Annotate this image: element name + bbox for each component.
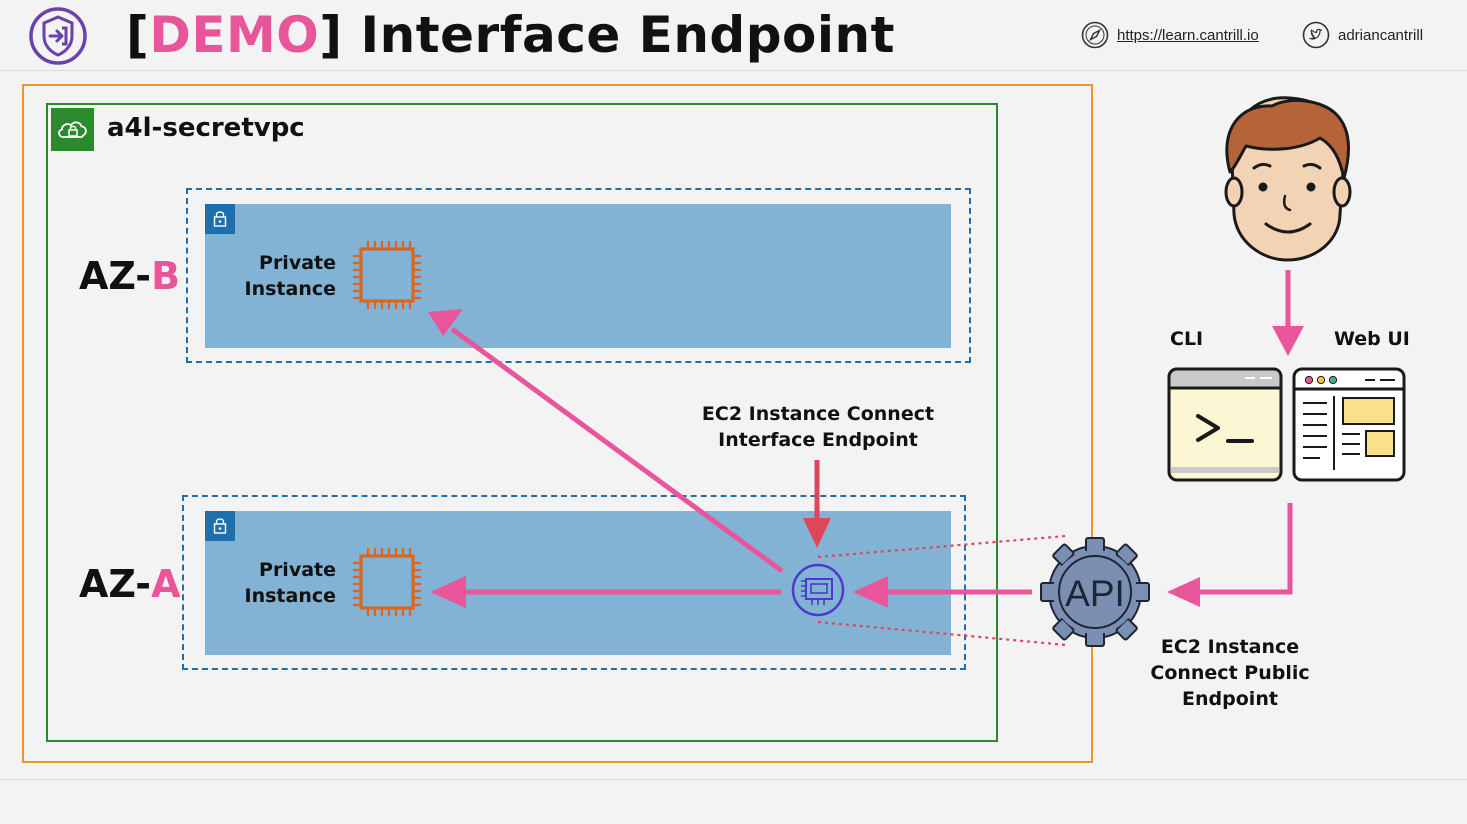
shield-logo-icon	[29, 7, 87, 65]
cli-label: CLI	[1170, 328, 1204, 350]
interface-endpoint-icon	[791, 563, 845, 617]
vpc-name-label: a4l-secretvpc	[107, 113, 305, 143]
compass-icon	[1081, 21, 1109, 49]
vpc-cloud-lock-icon	[51, 108, 94, 151]
label-pointer-arrow	[803, 460, 831, 548]
webui-browser-icon	[1292, 367, 1406, 482]
website-url[interactable]: https://learn.cantrill.io	[1117, 26, 1259, 44]
interface-endpoint-line2: Interface Endpoint	[718, 429, 918, 451]
az-b-subnet-lock-icon	[205, 204, 235, 234]
user-to-tools-arrow	[1272, 270, 1304, 356]
endpoint-connector-top-line	[817, 534, 1067, 559]
endpoint-to-az-a-instance-arrow	[430, 576, 781, 608]
api-gear-text: API	[1065, 573, 1125, 614]
cli-terminal-icon	[1167, 367, 1283, 482]
title-text: ] Interface Endpoint	[319, 6, 895, 64]
website-link[interactable]: https://learn.cantrill.io	[1081, 20, 1259, 50]
az-b-private-subnet	[205, 204, 951, 348]
header-bar: [DEMO] Interface Endpoint https://learn.…	[0, 0, 1467, 71]
endpoint-to-az-b-instance-arrow	[428, 309, 784, 574]
vpc-boundary	[46, 103, 998, 742]
az-b-letter: B	[151, 254, 181, 298]
public-to-interface-endpoint-arrow	[853, 576, 1032, 608]
user-avatar-icon	[1224, 96, 1352, 262]
az-b-instance-line1: Private	[259, 252, 336, 274]
tools-to-public-endpoint-arrow	[1167, 503, 1293, 607]
az-a-instance-line2: Instance	[244, 585, 336, 607]
page-title: [DEMO] Interface Endpoint	[126, 4, 895, 66]
endpoint-connector-bottom-line	[817, 620, 1067, 647]
az-b-boundary	[186, 188, 971, 363]
az-b-instance-line2: Instance	[244, 278, 336, 300]
aws-region-boundary	[22, 84, 1093, 763]
az-a-boundary	[182, 495, 966, 670]
api-gear-icon	[1040, 537, 1150, 647]
az-b-label: AZ-B	[79, 254, 180, 298]
interface-endpoint-line1: EC2 Instance Connect	[701, 403, 935, 425]
az-b-ec2-chip-icon	[353, 241, 421, 309]
az-a-instance-line1: Private	[259, 559, 336, 581]
az-a-ec2-chip-icon	[353, 548, 421, 616]
twitter-handle-text: adriancantrill	[1338, 26, 1424, 44]
az-a-prefix: AZ-	[79, 562, 152, 606]
az-a-subnet-lock-icon	[205, 511, 235, 541]
public-endpoint-line2: Connect Public	[1150, 662, 1310, 684]
footer-divider	[0, 779, 1467, 780]
public-endpoint-line3: Endpoint	[1182, 688, 1278, 710]
az-a-label: AZ-A	[79, 562, 181, 606]
public-endpoint-line1: EC2 Instance	[1160, 636, 1300, 658]
az-a-letter: A	[151, 562, 181, 606]
az-b-prefix: AZ-	[79, 254, 152, 298]
twitter-icon	[1302, 21, 1330, 49]
webui-label: Web UI	[1334, 328, 1410, 350]
twitter-handle: adriancantrill	[1302, 20, 1423, 50]
title-open-bracket: [	[126, 6, 150, 64]
title-demo-highlight: DEMO	[149, 6, 320, 64]
